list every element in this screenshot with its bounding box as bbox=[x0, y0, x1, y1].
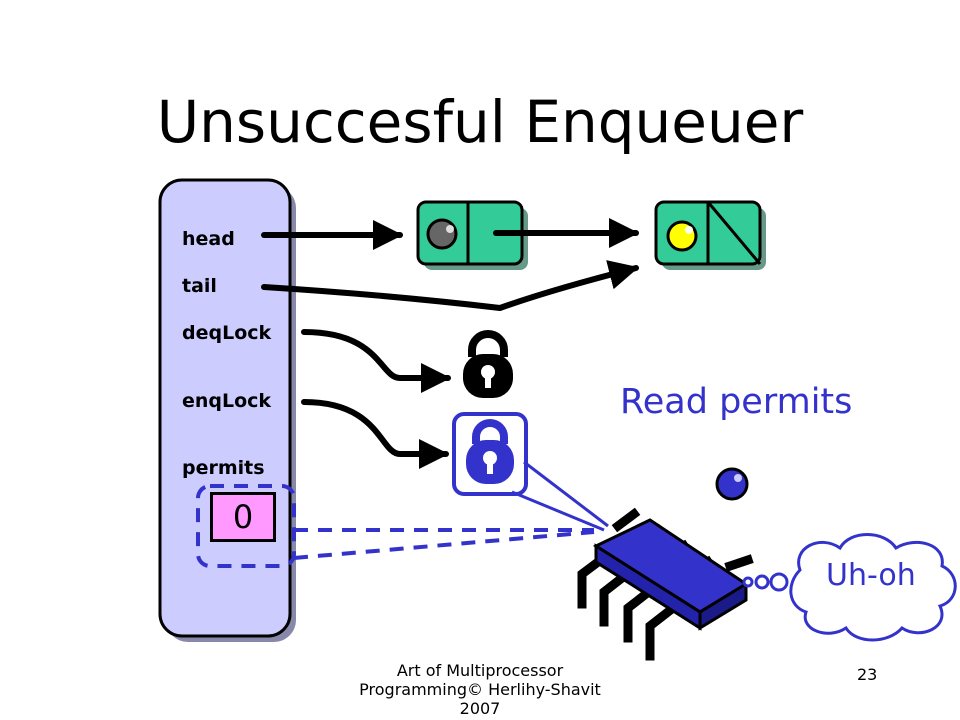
enq-lock-icon bbox=[452, 412, 528, 496]
permit-token-icon bbox=[715, 467, 749, 501]
page-number: 23 bbox=[857, 665, 878, 684]
field-tail-label: tail bbox=[182, 275, 217, 297]
footer-line-1: Art of Multiprocessor bbox=[396, 661, 564, 680]
field-enqlock-label: enqLock bbox=[182, 390, 272, 412]
sentinel-item-dot bbox=[426, 218, 458, 250]
item-node bbox=[654, 200, 766, 270]
permits-value: 0 bbox=[210, 492, 276, 542]
pointers bbox=[261, 218, 639, 469]
field-head-label: head bbox=[182, 228, 235, 250]
enqlock-pointer bbox=[301, 399, 449, 469]
deq-lock-icon bbox=[463, 330, 513, 398]
field-permits-label: permits bbox=[182, 457, 265, 479]
permits-highlight bbox=[196, 484, 595, 568]
read-permits-annotation: Read permits bbox=[620, 382, 853, 422]
thread-lock-lines bbox=[511, 460, 609, 532]
thought-text: Uh-oh bbox=[826, 558, 916, 593]
sentinel-node bbox=[416, 200, 528, 270]
footer-line-2: Programming© Herlihy-Shavit bbox=[359, 680, 601, 699]
footer-line-3: 2007 bbox=[459, 699, 501, 718]
item-dot bbox=[666, 220, 698, 252]
tail-pointer bbox=[261, 260, 639, 312]
thought-cloud-icon bbox=[742, 533, 957, 642]
field-deqlock-label: deqLock bbox=[182, 322, 272, 344]
slide-title: Unsuccesful Enqueuer bbox=[156, 88, 804, 156]
footer-credit: Art of Multiprocessor Programming© Herli… bbox=[345, 661, 615, 718]
deqlock-pointer bbox=[301, 329, 451, 393]
null-pointer bbox=[706, 201, 762, 265]
thread-chip-icon bbox=[577, 507, 754, 661]
